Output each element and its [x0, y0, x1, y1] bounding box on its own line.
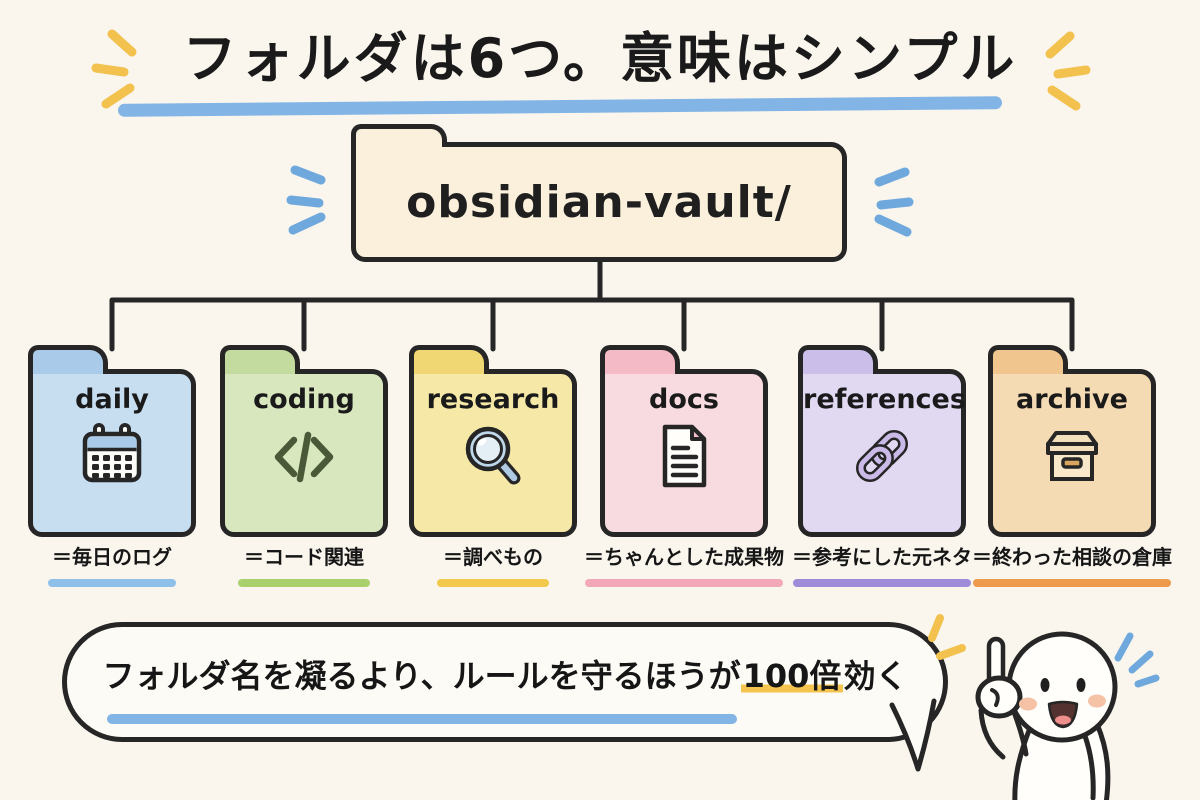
sparkle-icon	[1114, 632, 1160, 688]
folder-caption: ＝参考にした元ネタ	[792, 545, 972, 569]
folder-caption: ＝毎日のログ	[52, 545, 172, 569]
code-icon	[225, 420, 383, 492]
caption-underline	[437, 579, 549, 587]
folder-tab	[409, 345, 489, 374]
folder-references: references ＝参考にした元ネタ	[792, 345, 972, 600]
mascot-cheek	[1019, 697, 1037, 711]
folder-caption: ＝コード関連	[244, 545, 364, 569]
sparkle-icon	[91, 29, 137, 109]
document-icon	[605, 420, 763, 492]
folder-name: references	[803, 384, 966, 415]
root-folder-tab	[351, 124, 447, 147]
speech-bubble-tail	[889, 698, 937, 772]
bubble-text-after: 効く	[843, 657, 908, 695]
magnifier-icon	[414, 420, 572, 492]
folder-body: archive	[988, 369, 1156, 537]
folder-body: docs	[600, 369, 768, 537]
folder-body: research	[409, 369, 577, 537]
folder-name: archive	[1016, 384, 1128, 415]
folder-daily: daily ＝毎日のログ	[28, 345, 196, 600]
folder-research: research ＝調べもの	[409, 345, 577, 600]
mascot-eye	[1076, 678, 1086, 692]
mascot-tongue	[1055, 715, 1071, 725]
speech-bubble: フォルダ名を凝るより、ルールを守るほうが100倍効く	[62, 622, 948, 742]
folder-tab	[28, 345, 108, 374]
sparkle-icon	[286, 165, 326, 235]
page-title: フォルダは6つ。意味はシンプル	[182, 27, 1018, 90]
sparkle-icon	[874, 167, 914, 237]
mascot-character	[975, 631, 1160, 800]
title-underline	[117, 96, 1003, 117]
root-folder: obsidian-vault/	[351, 124, 847, 262]
mascot-cheek	[1088, 694, 1106, 708]
folder-docs: docs ＝ちゃんとした成果物	[584, 345, 784, 600]
caption-underline	[238, 579, 370, 587]
folder-caption: ＝調べもの	[443, 545, 543, 569]
box-icon	[993, 420, 1151, 492]
folder-coding: coding ＝コード関連	[220, 345, 388, 600]
folder-caption: ＝終わった相談の倉庫	[972, 545, 1172, 569]
folder-body: references	[798, 369, 966, 537]
root-folder-body: obsidian-vault/	[351, 142, 847, 262]
caption-underline	[48, 579, 176, 587]
folder-caption: ＝ちゃんとした成果物	[584, 545, 784, 569]
folder-tab	[798, 345, 878, 374]
bubble-text-before: フォルダ名を凝るより、ルールを守るほうが	[102, 657, 741, 695]
folder-tab	[600, 345, 680, 374]
speech-bubble-text: フォルダ名を凝るより、ルールを守るほうが100倍効く	[102, 651, 908, 697]
sparkle-icon	[928, 614, 966, 660]
folder-name: docs	[649, 384, 719, 415]
tree-connector-lines	[109, 255, 1075, 352]
folder-name: coding	[253, 384, 355, 415]
root-folder-label: obsidian-vault/	[406, 176, 792, 228]
caption-underline	[973, 579, 1171, 587]
link-icon	[803, 420, 961, 492]
folder-body: daily	[28, 369, 196, 537]
folder-archive: archive ＝終わった相談の倉庫	[972, 345, 1172, 600]
folder-name: daily	[75, 384, 149, 415]
folder-body: coding	[220, 369, 388, 537]
bubble-text-highlight: 100倍	[740, 657, 844, 695]
folder-tab	[988, 345, 1068, 374]
folder-tab	[220, 345, 300, 374]
sparkle-icon	[1045, 31, 1091, 111]
calendar-icon	[33, 420, 191, 492]
bubble-underline	[107, 714, 737, 724]
mascot-eye	[1040, 678, 1050, 692]
caption-underline	[585, 579, 783, 587]
caption-underline	[793, 579, 971, 587]
folder-name: research	[426, 384, 560, 415]
